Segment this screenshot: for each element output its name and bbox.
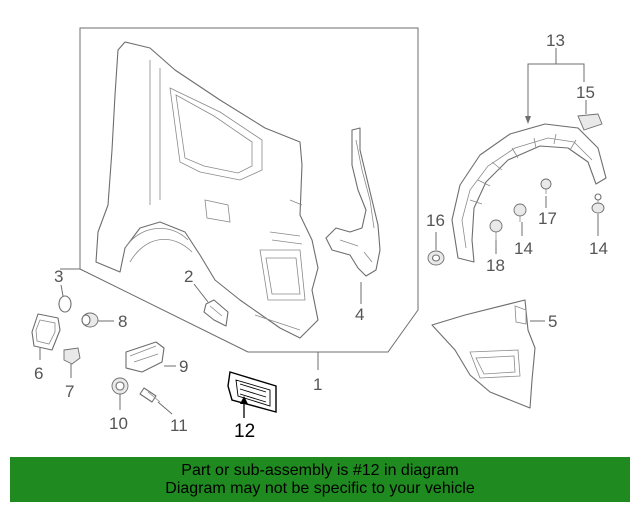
callout-4: 4 (355, 305, 364, 324)
callout-16: 16 (426, 211, 445, 230)
callout-2: 2 (184, 267, 193, 286)
callout-8: 8 (118, 312, 127, 331)
callout-13: 13 (546, 31, 565, 50)
callout-14b: 14 (589, 239, 608, 258)
callout-12[interactable]: 12 (234, 421, 255, 442)
fitment-note-line-2: Diagram may not be specific to your vehi… (165, 479, 475, 497)
leader-3 (60, 284, 64, 297)
leader-11 (157, 401, 173, 415)
clip-part-15 (577, 113, 603, 131)
callout-6: 6 (34, 364, 43, 383)
panel-part-12[interactable] (227, 371, 277, 413)
quarter-panel-part (95, 41, 319, 339)
bolt-part-14a (513, 203, 527, 222)
callout-5: 5 (548, 312, 557, 331)
fitment-note-line-1: Part or sub-assembly is #12 in diagram (181, 461, 459, 479)
callout-7: 7 (65, 382, 74, 401)
wheelhouse-liner-part (451, 123, 607, 263)
callout-3: 3 (54, 267, 63, 286)
callout-9: 9 (179, 357, 188, 376)
callout-labels: 1 2 3 4 5 6 7 8 9 10 11 12 13 14 14 15 1… (34, 31, 608, 442)
push-pin-part-17 (540, 178, 552, 194)
latch-part (63, 347, 81, 365)
arrow-12-icon (240, 396, 248, 404)
callout-10: 10 (109, 414, 128, 433)
callout-17: 17 (538, 209, 557, 228)
parts-diagram: 1 2 3 4 5 6 7 8 9 10 11 12 13 14 14 15 1… (31, 27, 608, 442)
callout-1: 1 (313, 375, 322, 394)
leader-2 (193, 283, 209, 303)
nut-part-10 (111, 377, 129, 395)
arrow-13-icon (525, 116, 531, 124)
callout-14a: 14 (514, 239, 533, 258)
pillar-bracket-part (325, 127, 381, 277)
screw-part-11 (139, 387, 161, 403)
ring-part-3 (58, 295, 72, 313)
bracket-part-2 (203, 299, 229, 327)
callout-15: 15 (576, 83, 595, 102)
quarter-panel-frame (60, 27, 419, 370)
bumper-part-8 (81, 312, 99, 328)
bolt-part-14b (591, 193, 605, 214)
fuel-door-part (31, 313, 61, 351)
housing-part-9 (125, 341, 165, 373)
lower-panel-part-5 (431, 299, 536, 409)
screw-part-18 (489, 219, 503, 240)
fitment-note-banner: Part or sub-assembly is #12 in diagram D… (10, 457, 630, 502)
nut-part-16 (427, 250, 445, 266)
callout-11: 11 (170, 416, 188, 435)
callout-18: 18 (486, 256, 505, 275)
